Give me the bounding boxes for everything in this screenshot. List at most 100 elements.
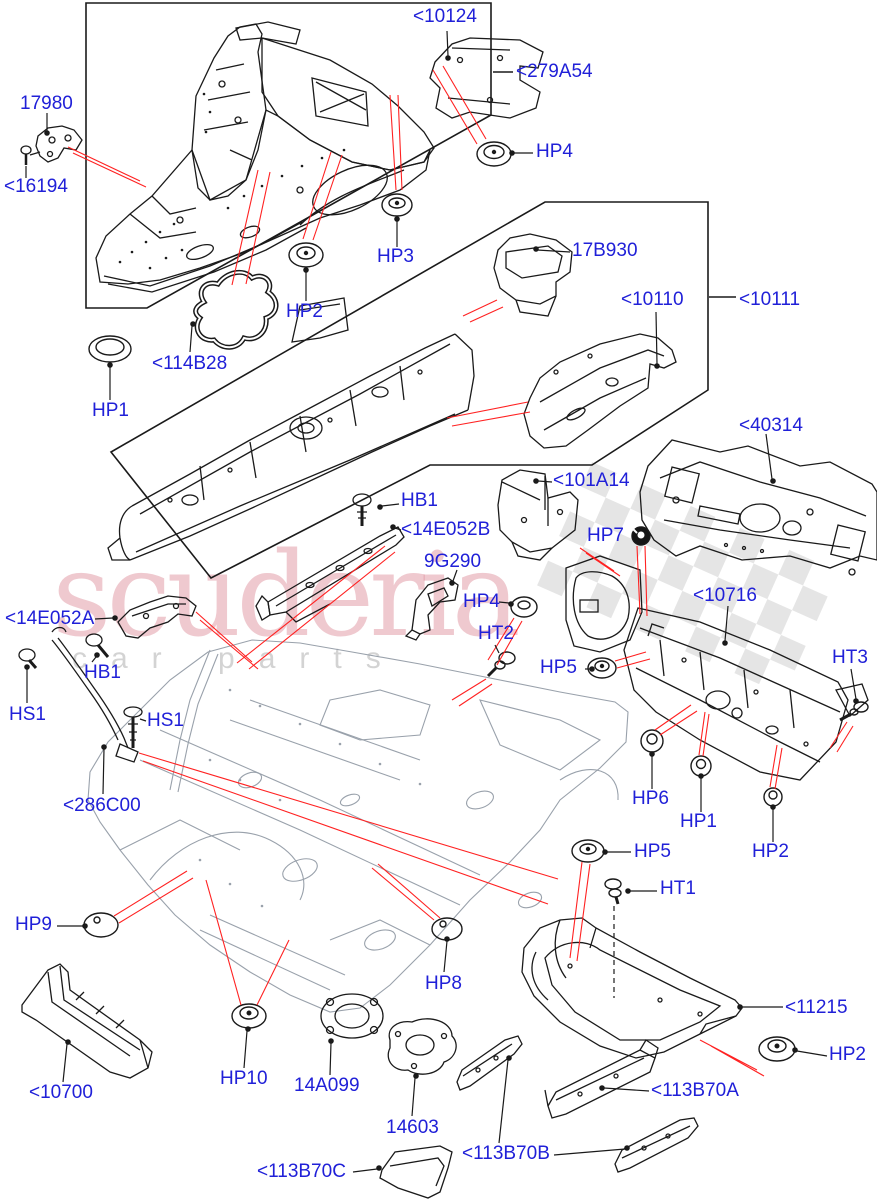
rivet-dot (278, 798, 282, 802)
floor-pan-drawing (87, 639, 629, 1013)
part-label-HP7[interactable]: HP7 (587, 525, 624, 546)
grommet-HP5-mid (587, 657, 617, 679)
sensor-HT2 (486, 651, 516, 678)
part-label-14603[interactable]: 14603 (386, 1117, 439, 1138)
part-label-HP1-b[interactable]: HP1 (680, 811, 717, 832)
part-label-HP2-c[interactable]: HP2 (829, 1044, 866, 1065)
part-label-14A099[interactable]: 14A099 (294, 1075, 360, 1096)
checkered-flag-watermark (537, 462, 828, 685)
rivet-dot (208, 110, 212, 114)
panel-10110-drawing (523, 333, 677, 449)
assembly-boxes (85, 2, 736, 580)
rivet-dot (320, 156, 324, 160)
part-label-114B28[interactable]: <114B28 (152, 353, 228, 374)
part-label-HT3[interactable]: HT3 (832, 647, 868, 668)
plug-HP4-top (476, 141, 512, 167)
rivet-dot (130, 250, 134, 254)
plug-HP2-low (758, 1036, 796, 1062)
grommet-HP2-top (288, 242, 324, 268)
plate-14603-drawing (387, 1018, 457, 1075)
assembly-box-quarter-panel (85, 2, 492, 309)
part-label-113B70B[interactable]: <113B70B (462, 1143, 550, 1164)
panel-10716-drawing (565, 555, 869, 781)
quarter-panel-drawing (95, 21, 435, 293)
rivet-dot (202, 92, 206, 96)
rivet-dot (378, 762, 382, 766)
rivet-dot (300, 164, 304, 168)
grommet-HP6 (640, 729, 664, 753)
bracket-10124-drawing (429, 37, 544, 119)
part-label-HP5-a[interactable]: HP5 (540, 657, 577, 678)
rivet-dot (228, 882, 232, 886)
part-label-HT2[interactable]: HT2 (478, 623, 514, 644)
grommet-HP1-mid (690, 755, 712, 777)
rivet-dot (226, 206, 230, 210)
part-label-113B70C[interactable]: <113B70C (257, 1161, 346, 1182)
part-label-HS1-b[interactable]: HS1 (147, 710, 184, 731)
fasteners-and-plugs (83, 141, 869, 1062)
rivet-dot (228, 688, 232, 692)
part-label-HP10[interactable]: HP10 (220, 1068, 268, 1089)
part-label-113B70A[interactable]: <113B70A (651, 1080, 739, 1101)
part-label-HP2-b[interactable]: HP2 (752, 841, 789, 862)
assembly-box-10111 (109, 201, 709, 580)
part-label-40314[interactable]: <40314 (739, 415, 803, 436)
part-label-HP3[interactable]: HP3 (377, 246, 414, 267)
rivet-dot (338, 742, 342, 746)
rivet-dot (208, 758, 212, 762)
black-leader-lines (24, 30, 859, 1173)
part-label-HS1-a[interactable]: HS1 (9, 704, 46, 725)
rivet-dot (148, 266, 152, 270)
plug-HP9 (83, 912, 119, 938)
channel-113B70C-drawing (379, 1145, 453, 1199)
rivet-dot (260, 904, 264, 908)
part-label-10110[interactable]: <10110 (621, 289, 684, 310)
part-label-HB1-b[interactable]: HB1 (84, 662, 121, 683)
rails-113B70B-drawing (456, 1035, 699, 1173)
seal-114B28 (193, 269, 279, 350)
part-label-10111[interactable]: <10111 (739, 289, 801, 310)
part-label-HB1-a[interactable]: HB1 (401, 490, 438, 511)
red-leader-lines (67, 65, 854, 1077)
part-label-HP2-a[interactable]: HP2 (286, 301, 323, 322)
rivet-dot (144, 240, 148, 244)
rivet-dot (172, 222, 176, 226)
rivet-dot (238, 778, 242, 782)
rivet-dot (164, 256, 168, 260)
part-label-14E052A[interactable]: <14E052A (5, 608, 95, 629)
part-label-10700[interactable]: <10700 (29, 1082, 93, 1103)
floor-side-rail-drawing (107, 297, 475, 561)
part-label-16194[interactable]: <16194 (4, 176, 68, 197)
gasket-14A099-drawing (320, 993, 384, 1039)
bracket-14E052A-drawing (18, 595, 197, 763)
part-label-10716[interactable]: <10716 (693, 585, 757, 606)
part-label-HP6[interactable]: HP6 (632, 788, 669, 809)
bracket-17B930-drawing (493, 233, 573, 317)
part-label-HP8[interactable]: HP8 (425, 973, 462, 994)
part-label-101A14[interactable]: <101A14 (553, 470, 630, 491)
ring-HP1-top (88, 335, 132, 363)
part-label-286C00[interactable]: <286C00 (63, 795, 141, 816)
part-label-HP1-a[interactable]: HP1 (92, 400, 129, 421)
rivet-dot (260, 184, 264, 188)
part-label-HT1[interactable]: HT1 (660, 878, 696, 899)
part-label-HP5-b[interactable]: HP5 (634, 841, 671, 862)
bolt-HT3 (839, 701, 869, 722)
panel-10700-drawing (21, 963, 153, 1079)
part-label-11215[interactable]: <11215 (785, 997, 848, 1018)
part-label-HP9[interactable]: HP9 (15, 914, 52, 935)
part-label-HP4-a[interactable]: HP4 (536, 141, 573, 162)
rivet-dot (342, 148, 346, 152)
plug-HP7 (631, 526, 651, 546)
rivet-dot (180, 248, 184, 252)
part-label-14E052B[interactable]: <14E052B (401, 519, 491, 540)
part-label-HP4-b[interactable]: HP4 (463, 591, 500, 612)
bracket-17980-drawing (20, 125, 83, 165)
part-label-9G290[interactable]: 9G290 (424, 551, 482, 572)
bracket-14E052B-drawing (255, 493, 405, 623)
rail-113B70A-drawing (544, 1039, 659, 1119)
part-label-17B930[interactable]: 17B930 (572, 240, 638, 261)
part-label-279A54[interactable]: <279A54 (516, 61, 593, 82)
part-label-17980[interactable]: 17980 (20, 93, 73, 114)
part-label-10124[interactable]: <10124 (413, 6, 477, 27)
